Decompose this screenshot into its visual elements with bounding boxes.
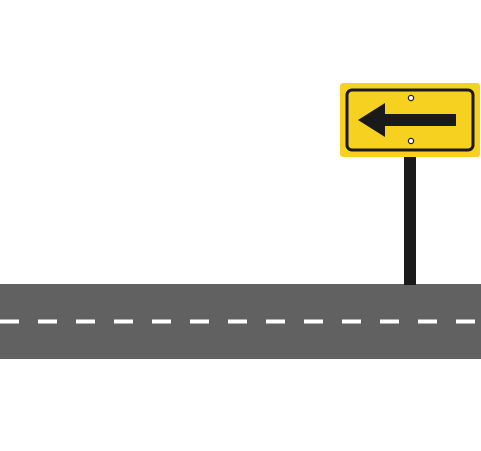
lane-dash: [380, 319, 399, 324]
bolt-top: [407, 94, 415, 102]
lane-dash: [38, 319, 57, 324]
sign-svg: [340, 83, 480, 285]
road: [0, 284, 481, 359]
lane-dash: [76, 319, 95, 324]
bolt-bottom: [407, 137, 415, 145]
lane-markings: [0, 319, 475, 324]
left-arrow-icon: [358, 103, 456, 137]
lane-dash: [114, 319, 133, 324]
arrow-shape: [358, 103, 456, 137]
lane-dash: [228, 319, 247, 324]
sign-border: [345, 88, 475, 152]
lane-dash: [418, 319, 437, 324]
lane-dash: [456, 319, 475, 324]
sign-post: [404, 155, 416, 285]
lane-dash: [342, 319, 361, 324]
lane-dash: [152, 319, 171, 324]
road-svg: [0, 284, 481, 359]
lane-dash: [190, 319, 209, 324]
street-sign: [340, 83, 480, 285]
lane-dash: [304, 319, 323, 324]
lane-dash: [0, 319, 19, 324]
lane-dash: [266, 319, 285, 324]
